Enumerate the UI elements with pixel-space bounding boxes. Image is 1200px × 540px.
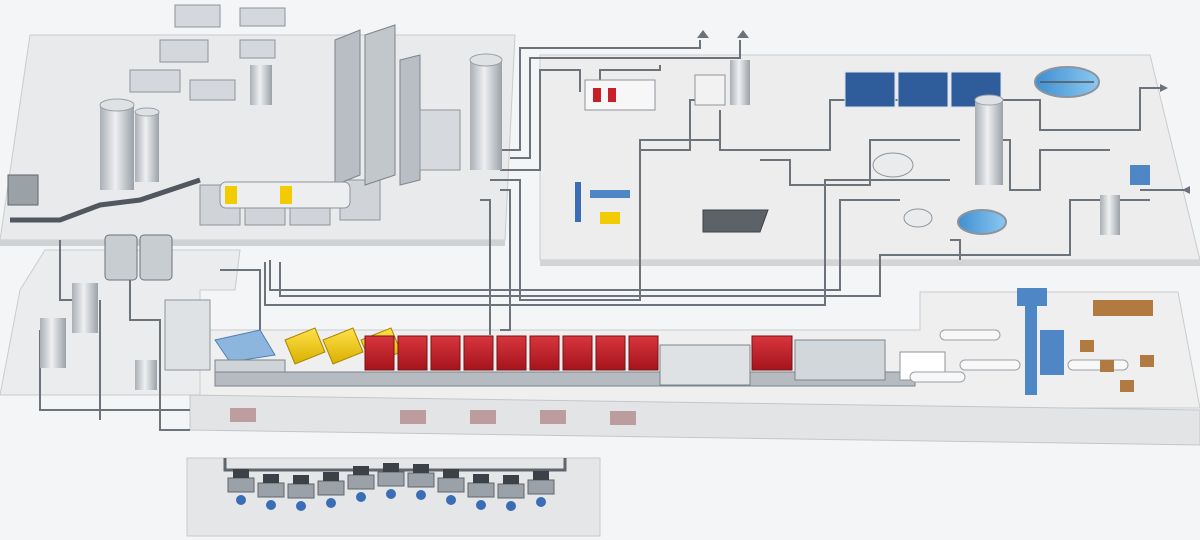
conveyor-belt — [7, 174, 201, 223]
robot-arms — [575, 182, 630, 224]
silo-icon — [99, 53, 503, 190]
operator-chair — [266, 500, 276, 510]
console-monitor — [293, 475, 309, 484]
screen-press-rows — [334, 24, 461, 186]
operator-chair — [356, 492, 366, 502]
operator-chair — [476, 500, 486, 510]
dryer-section — [529, 335, 560, 371]
operator-chair — [326, 498, 336, 508]
console-desk — [527, 479, 555, 495]
drum-dryer — [219, 181, 351, 209]
console-monitor — [503, 475, 519, 484]
console-monitor — [473, 474, 489, 483]
dryer-section — [751, 335, 793, 371]
dryer-section — [496, 335, 527, 371]
dryer-section — [397, 335, 428, 371]
water-treatment-platform-edge — [540, 260, 1200, 266]
console-desk — [467, 482, 495, 498]
yellow-hood — [284, 327, 326, 365]
paper-machine-area — [214, 327, 946, 425]
console-desk — [497, 483, 525, 499]
winder-icon — [1017, 288, 1153, 395]
console-monitor — [233, 469, 249, 478]
console-monitor — [533, 471, 549, 480]
paper-machine-basement — [189, 394, 1200, 446]
basement-openings — [230, 408, 636, 425]
operator-chair — [536, 497, 546, 507]
operator-chairs — [236, 489, 546, 511]
console-monitor — [323, 472, 339, 481]
stock-preparation-platform-edge — [0, 240, 505, 246]
operator-chair — [386, 489, 396, 499]
console-monitor — [413, 464, 429, 473]
dryer-section — [628, 335, 659, 371]
operator-chair — [446, 495, 456, 505]
operator-console-icon — [227, 463, 555, 499]
water-treatment-area — [575, 30, 1190, 235]
sludge-basin — [702, 209, 769, 233]
control-room-area — [223, 458, 567, 511]
dryer-section — [430, 335, 461, 371]
console-monitor — [443, 469, 459, 478]
console-desk — [377, 471, 405, 487]
machine-frame — [214, 339, 946, 387]
dryer-hood-icon — [364, 335, 793, 371]
console-desk — [437, 477, 465, 493]
dryer-section — [595, 335, 626, 371]
console-desk — [347, 474, 375, 490]
console-desk — [407, 472, 435, 488]
process-buildings — [584, 60, 1150, 235]
pipe-network — [39, 40, 1190, 431]
clarifier-icon — [957, 66, 1100, 235]
dryer-section — [562, 335, 593, 371]
console-desk — [257, 482, 285, 498]
operator-chair — [296, 501, 306, 511]
console-desk — [227, 477, 255, 493]
pallets — [1080, 340, 1154, 392]
approach-flow-area — [40, 234, 211, 390]
stock-preparation-area — [7, 4, 503, 226]
operator-chair — [416, 490, 426, 500]
console-desk — [317, 480, 345, 496]
operator-chair — [506, 501, 516, 511]
console-monitor — [263, 474, 279, 483]
outlet-arrows — [697, 30, 1190, 194]
finishing-area — [909, 288, 1154, 395]
console-monitor — [383, 463, 399, 472]
dryer-section — [463, 335, 494, 371]
operator-chair — [236, 495, 246, 505]
console-desk — [287, 483, 315, 499]
dryer-section — [364, 335, 395, 371]
yellow-hood — [322, 327, 364, 365]
console-monitor — [353, 466, 369, 475]
